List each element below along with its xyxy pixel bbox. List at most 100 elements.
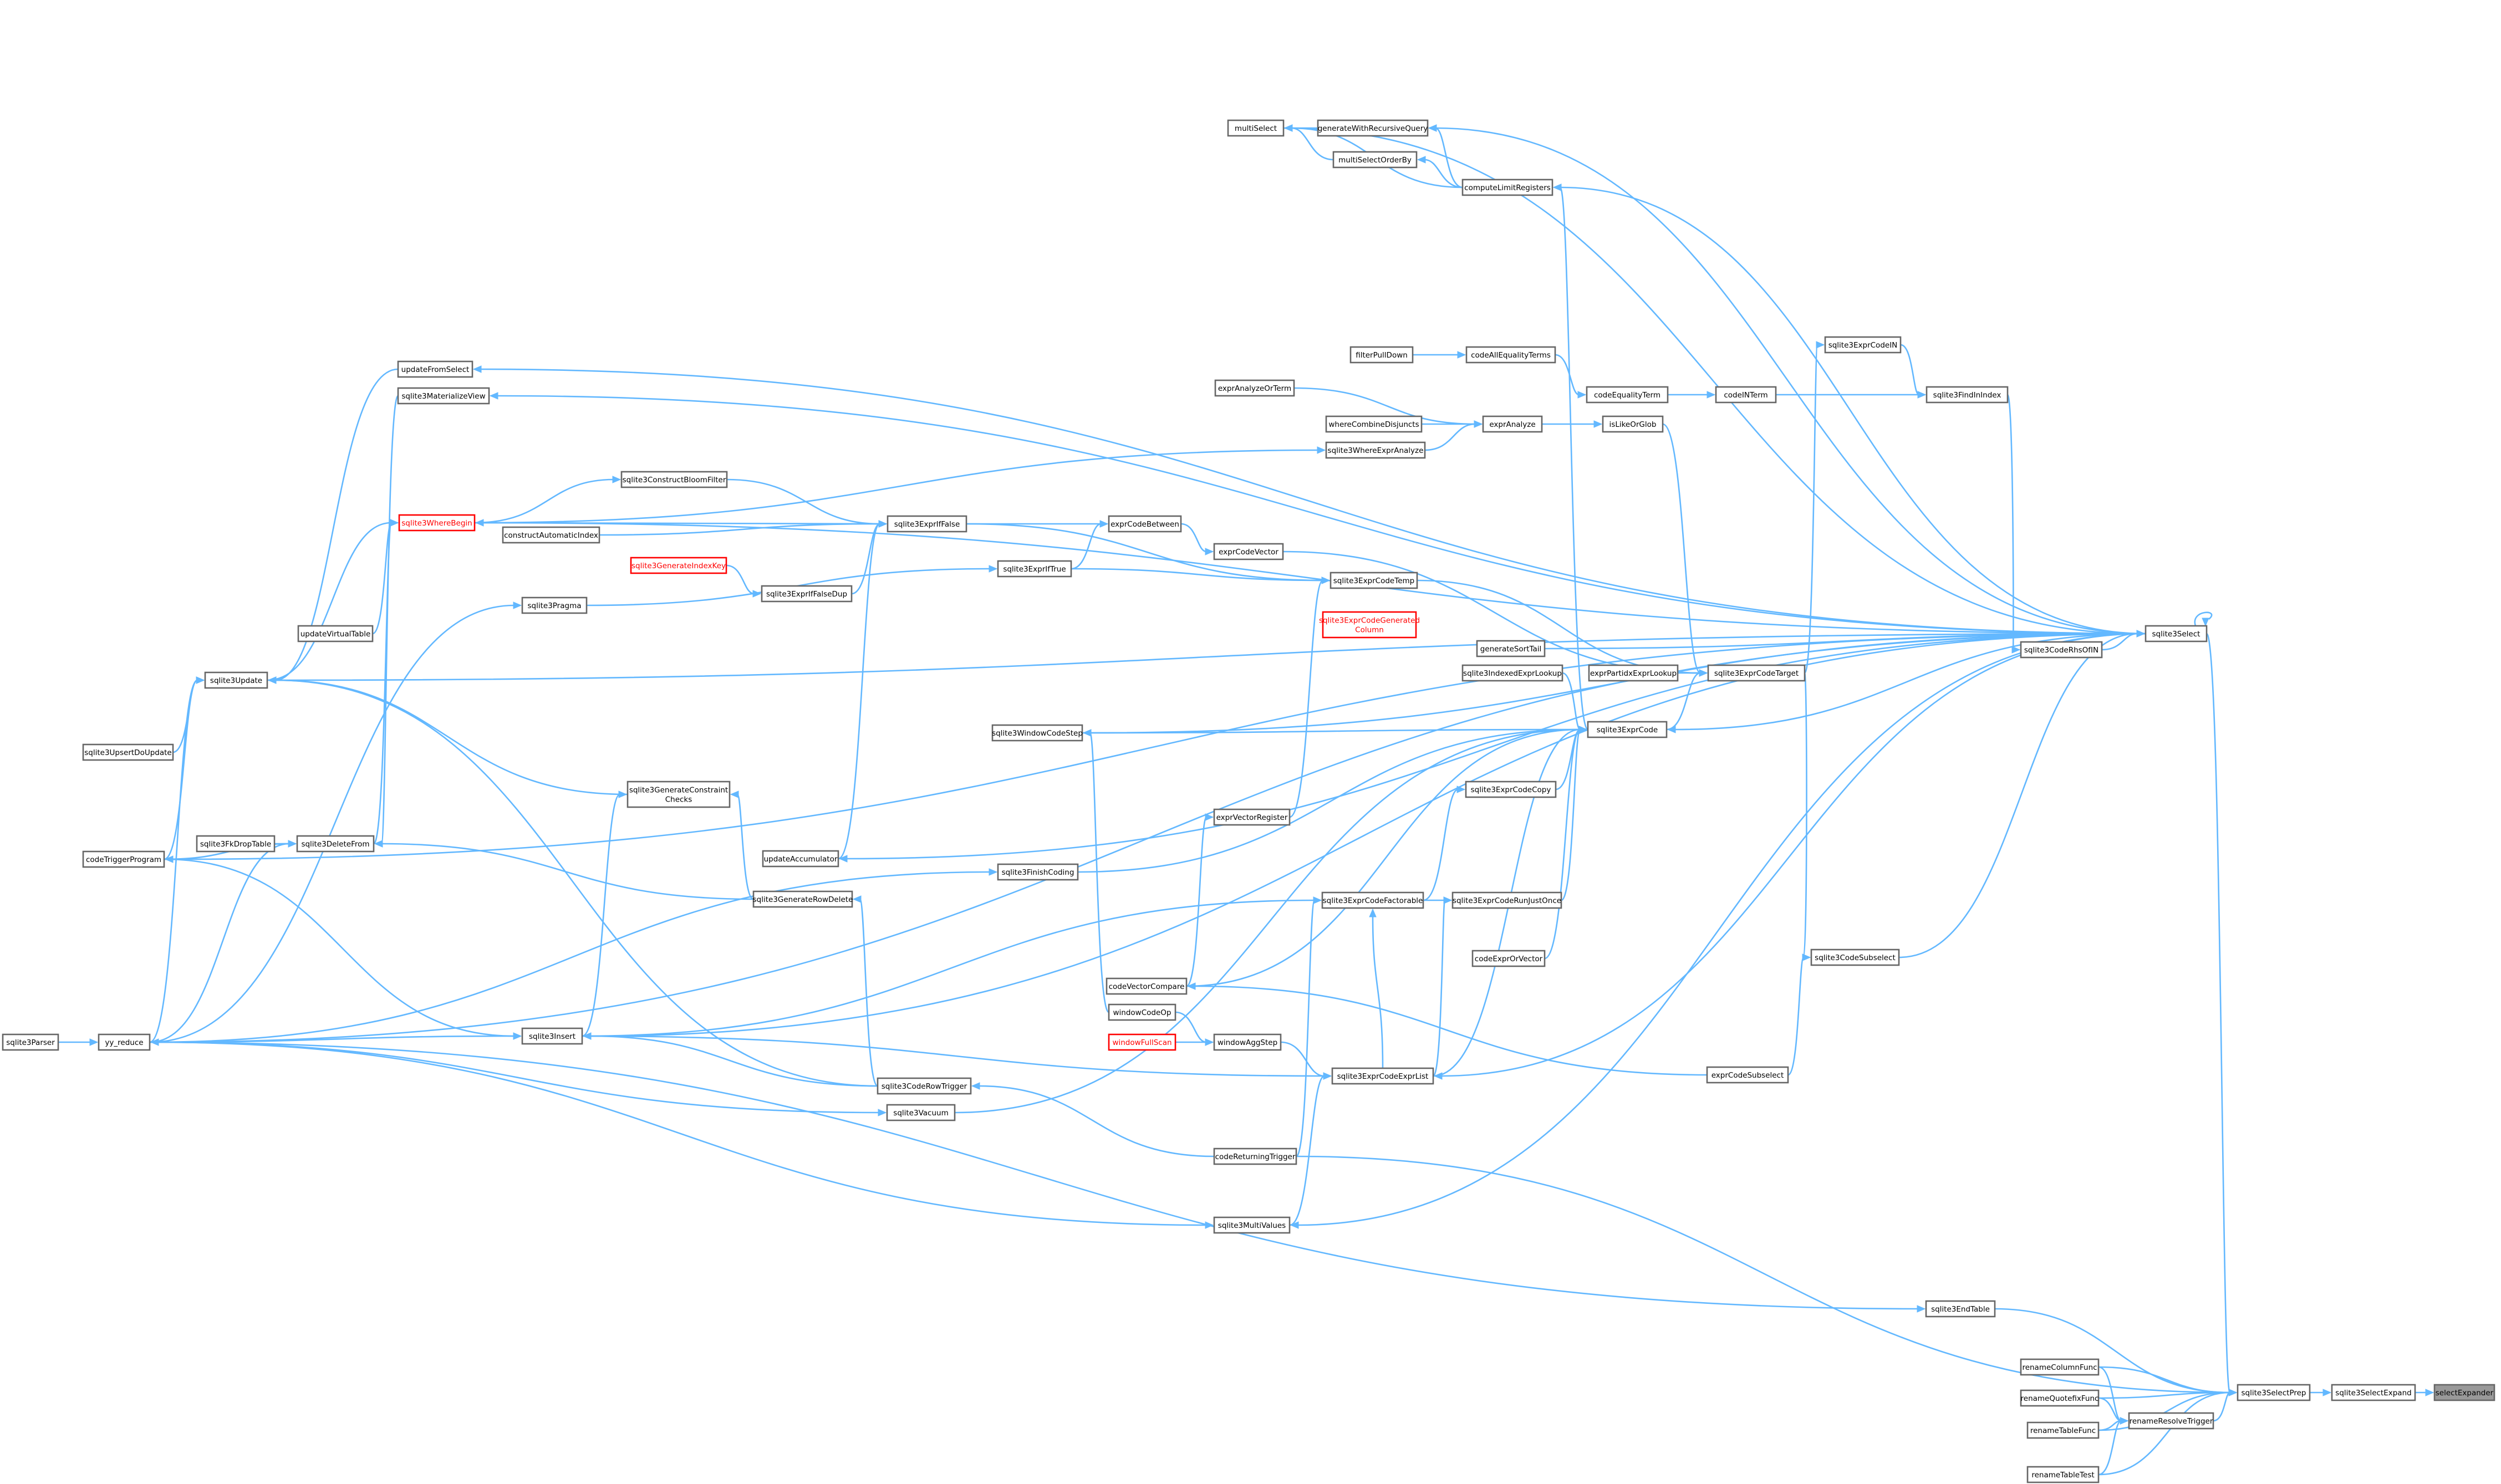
- edge-line: [1787, 956, 1805, 1076]
- edge-arrowhead: [1667, 726, 1676, 733]
- node-update-accumulator[interactable]: updateAccumulator: [762, 850, 839, 868]
- node-sqlite3-fk-drop-table[interactable]: sqlite3FkDropTable: [196, 835, 276, 853]
- node-yy_reduce[interactable]: yy_reduce: [98, 1033, 151, 1051]
- node-expr-partidx-expr-lookup[interactable]: exprPartidxExprLookup: [1588, 664, 1679, 682]
- node-label: multiSelectOrderBy: [1338, 156, 1412, 165]
- node-expr-code-vector[interactable]: exprCodeVector: [1213, 543, 1284, 560]
- node-rename-table-test[interactable]: renameTableTest: [2026, 1466, 2100, 1483]
- node-code-expr-or-vector[interactable]: codeExprOrVector: [1471, 950, 1546, 967]
- node-expr-code-subselect[interactable]: exprCodeSubselect: [1706, 1066, 1789, 1084]
- node-sqlite3-construct-bloom-filter[interactable]: sqlite3ConstructBloomFilter: [620, 471, 728, 488]
- edge-sqlite3-update-to-sqlite3-where-begin: [267, 519, 399, 681]
- node-generate-with-recursive-query[interactable]: generateWithRecursiveQuery: [1317, 119, 1429, 137]
- node-window-code-op[interactable]: windowCodeOp: [1108, 1003, 1176, 1021]
- node-code-in-term[interactable]: codeINTerm: [1715, 386, 1777, 404]
- node-box: [1214, 379, 1295, 397]
- node-construct-automatic-index[interactable]: constructAutomaticIndex: [502, 526, 600, 544]
- node-code-all-equality-terms[interactable]: codeAllEqualityTerms: [1465, 346, 1556, 364]
- node-box: [2145, 625, 2208, 642]
- node-sqlite3-expr-if-false-dup[interactable]: sqlite3ExprIfFalseDup: [761, 585, 853, 603]
- edge-arrowhead: [752, 590, 762, 598]
- node-sqlite3-code-row-trigger[interactable]: sqlite3CodeRowTrigger: [877, 1077, 972, 1095]
- node-rename-column-func[interactable]: renameColumnFunc: [2020, 1358, 2100, 1376]
- node-sqlite3-expr-code-target[interactable]: sqlite3ExprCodeTarget: [1707, 664, 1806, 682]
- node-sqlite3-expr-code-in[interactable]: sqlite3ExprCodeIN: [1824, 336, 1902, 354]
- node-multi-select[interactable]: multiSelect: [1227, 119, 1285, 137]
- node-rename-table-func[interactable]: renameTableFunc: [2026, 1421, 2100, 1439]
- node-sqlite3-expr-code-expr-list[interactable]: sqlite3ExprCodeExprList: [1331, 1067, 1434, 1085]
- node-sqlite3-upsert-do-update[interactable]: sqlite3UpsertDoUpdate: [82, 743, 174, 761]
- node-label: sqlite3ExprIfTrue: [1003, 565, 1066, 574]
- node-sqlite3-find-in-index[interactable]: sqlite3FindInIndex: [1926, 386, 2009, 404]
- edge-line: [1424, 423, 1476, 451]
- node-multi-select-order-by[interactable]: multiSelectOrderBy: [1332, 151, 1418, 169]
- node-sqlite3-end-table[interactable]: sqlite3EndTable: [1925, 1300, 1996, 1318]
- node-sqlite3-expr-if-true[interactable]: sqlite3ExprIfTrue: [997, 560, 1072, 578]
- node-sqlite3-expr-code-copy[interactable]: sqlite3ExprCodeCopy: [1465, 781, 1557, 798]
- node-expr-analyze-or-term[interactable]: exprAnalyzeOrTerm: [1214, 379, 1295, 397]
- node-window-full-scan[interactable]: windowFullScan: [1108, 1033, 1176, 1051]
- node-sqlite3-generate-row-delete[interactable]: sqlite3GenerateRowDelete: [753, 890, 853, 908]
- node-code-trigger-program[interactable]: codeTriggerProgram: [82, 850, 165, 868]
- node-sqlite3-indexed-expr-lookup[interactable]: sqlite3IndexedExprLookup: [1461, 664, 1563, 682]
- node-generate-sort-tail[interactable]: generateSortTail: [1476, 640, 1546, 657]
- node-filter-pull-down[interactable]: filterPullDown: [1349, 346, 1414, 364]
- node-window-agg-step[interactable]: windowAggStep: [1213, 1033, 1282, 1051]
- node-sqlite3-select[interactable]: sqlite3Select: [2145, 625, 2208, 642]
- node-expr-analyze[interactable]: exprAnalyze: [1482, 415, 1543, 433]
- node-sqlite3-multi-values[interactable]: sqlite3MultiValues: [1213, 1216, 1291, 1234]
- node-sqlite3-expr-code-temp[interactable]: sqlite3ExprCodeTemp: [1330, 572, 1418, 589]
- node-box: [82, 850, 165, 868]
- node-box: [1824, 336, 1902, 354]
- node-select-expander[interactable]: selectExpander: [2433, 1384, 2495, 1401]
- node-sqlite3-materialize-view[interactable]: sqlite3MaterializeView: [397, 387, 490, 405]
- node-box: [2433, 1384, 2495, 1401]
- node-sqlite3-expr-code-run-just-once[interactable]: sqlite3ExprCodeRunJustOnce: [1451, 891, 1562, 909]
- node-is-like-or-glob[interactable]: isLikeOrGlob: [1602, 415, 1664, 433]
- node-sqlite3-generate-index-key[interactable]: sqlite3GenerateIndexKey: [630, 557, 727, 574]
- node-box: [397, 387, 490, 405]
- node-code-returning-trigger[interactable]: codeReturningTrigger: [1213, 1148, 1297, 1165]
- edge-line: [966, 523, 1323, 582]
- node-code-equality-term[interactable]: codeEqualityTerm: [1586, 386, 1669, 404]
- node-label: sqlite3SelectExpand: [2335, 1389, 2411, 1398]
- edge-code-equality-term-to-code-in-term: [1668, 391, 1716, 399]
- node-box: [1331, 1067, 1434, 1085]
- edge-code-returning-trigger-to-sqlite3-select-prep: [1296, 1155, 2238, 1396]
- node-sqlite3-update[interactable]: sqlite3Update: [204, 671, 268, 689]
- node-box: [1715, 386, 1777, 404]
- node-box: [1325, 415, 1423, 433]
- node-label: updateAccumulator: [764, 855, 838, 864]
- node-sqlite3-window-code-step[interactable]: sqlite3WindowCodeStep: [991, 724, 1083, 742]
- edge-line: [1802, 672, 1807, 958]
- node-expr-vector-register[interactable]: exprVectorRegister: [1213, 808, 1291, 826]
- node-sqlite3-code-subselect[interactable]: sqlite3CodeSubselect: [1810, 948, 1900, 966]
- node-label: sqlite3Select: [2152, 630, 2201, 639]
- edge-line: [1295, 899, 1316, 1157]
- node-update-virtual-table[interactable]: updateVirtualTable: [297, 625, 374, 642]
- node-sqlite3-select-expand[interactable]: sqlite3SelectExpand: [2331, 1384, 2416, 1401]
- node-sqlite3-vacuum[interactable]: sqlite3Vacuum: [886, 1104, 956, 1121]
- node-sqlite3-insert[interactable]: sqlite3Insert: [521, 1027, 583, 1045]
- node-update-from-select[interactable]: updateFromSelect: [397, 360, 473, 378]
- node-sqlite3-delete-from[interactable]: sqlite3DeleteFrom: [296, 835, 375, 853]
- node-sqlite3-parser[interactable]: sqlite3Parser: [2, 1033, 59, 1051]
- node-sqlite3-code-rhs-of-in[interactable]: sqlite3CodeRhsOfIN: [2020, 641, 2103, 659]
- node-sqlite3-where-expr-analyze[interactable]: sqlite3WhereExprAnalyze: [1325, 441, 1426, 459]
- node-where-combine-disjuncts[interactable]: whereCombineDisjuncts: [1325, 415, 1423, 433]
- node-sqlite3-expr-code[interactable]: sqlite3ExprCode: [1587, 721, 1668, 738]
- node-sqlite3-expr-code-factorable[interactable]: sqlite3ExprCodeFactorable: [1321, 891, 1424, 909]
- edge-sqlite3-select-to-sqlite3-window-code-step: [1082, 633, 2146, 737]
- node-expr-code-between[interactable]: exprCodeBetween: [1108, 515, 1182, 533]
- node-rename-quotefix-func[interactable]: renameQuotefixFunc: [2020, 1389, 2100, 1407]
- node-sqlite3-select-prep[interactable]: sqlite3SelectPrep: [2237, 1384, 2311, 1401]
- node-code-vector-compare[interactable]: codeVectorCompare: [1106, 977, 1188, 995]
- node-sqlite3-finish-coding[interactable]: sqlite3FinishCoding: [997, 863, 1079, 881]
- node-sqlite3-where-begin[interactable]: sqlite3WhereBegin: [398, 514, 476, 532]
- node-sqlite3-expr-if-false[interactable]: sqlite3ExprIfFalse: [887, 515, 967, 533]
- node-compute-limit-registers[interactable]: computeLimitRegisters: [1461, 179, 1553, 196]
- node-sqlite3-pragma[interactable]: sqlite3Pragma: [521, 596, 588, 614]
- node-rename-resolve-trigger[interactable]: renameResolveTrigger: [2128, 1412, 2214, 1430]
